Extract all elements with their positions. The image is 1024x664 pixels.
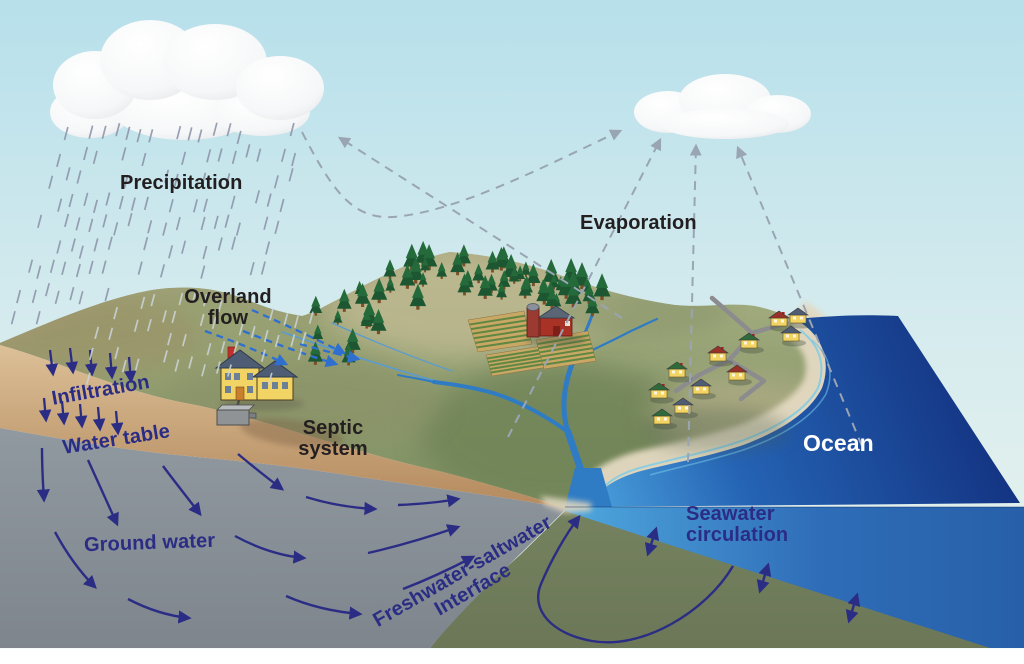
conifer-tree — [545, 287, 559, 309]
conifer-tree — [360, 309, 373, 329]
village-house — [726, 364, 752, 386]
farm — [467, 303, 597, 377]
village — [640, 295, 813, 452]
seawater-exchange-arrows — [644, 526, 861, 624]
village-house — [780, 325, 806, 347]
conifer-tree — [385, 277, 396, 293]
conifer-tree — [399, 264, 416, 289]
overland-flow-arrows — [204, 308, 361, 368]
bottom-margin — [0, 648, 1024, 664]
village-house — [666, 361, 692, 383]
conifer-tree — [472, 263, 485, 284]
conifer-tree — [526, 263, 541, 287]
seawater-circulation-loop — [536, 514, 735, 644]
precipitation-label: Precipitation — [120, 172, 243, 194]
conifer-tree — [450, 252, 465, 276]
conifer-tree — [518, 278, 532, 299]
groundwater-zone — [0, 428, 565, 648]
rain-streaks-on-land — [85, 290, 314, 386]
crop-field — [485, 345, 549, 377]
conifer-tree — [354, 283, 371, 307]
conifer-tree — [383, 259, 397, 280]
barn — [536, 305, 576, 337]
conifer-tree — [436, 262, 448, 279]
conifer-tree — [336, 288, 352, 312]
crop-fields — [467, 310, 597, 377]
village-house — [651, 408, 677, 430]
village-house — [707, 345, 733, 367]
village-house — [648, 382, 674, 404]
conifer-tree — [420, 257, 430, 273]
septic-system-label: Septic system — [298, 417, 368, 461]
conifer-tree — [485, 250, 500, 273]
conifer-tree — [593, 273, 611, 301]
septic-system-illustration — [214, 346, 344, 448]
village-houses — [648, 307, 813, 430]
conifer-tree — [309, 295, 323, 316]
ocean-label: Ocean — [803, 430, 874, 456]
conifer-tree — [565, 281, 582, 308]
infiltration-arrows — [38, 347, 137, 436]
village-house — [738, 332, 764, 354]
conifer-tree — [312, 324, 324, 342]
conifer-tree — [418, 272, 428, 287]
overland-flow-label: Overland flow — [184, 286, 272, 330]
septic-tank — [216, 404, 257, 426]
village-house — [787, 307, 813, 329]
conifer-tree — [508, 267, 520, 284]
seawater-circulation-label: Seawater circulation — [686, 503, 789, 547]
conifer-tree — [371, 277, 388, 304]
conifer-tree — [457, 273, 472, 296]
conifer-tree — [496, 282, 507, 300]
village-roads — [673, 295, 790, 402]
rain-streaks — [10, 122, 297, 325]
silo — [526, 303, 540, 338]
evaporation-label: Evaporation — [580, 212, 697, 234]
house — [214, 346, 299, 401]
conifer-tree — [521, 261, 531, 277]
village-house — [690, 378, 716, 400]
septic-plume — [240, 418, 344, 448]
interface-sand-point — [540, 496, 591, 513]
conifer-tree — [370, 309, 387, 335]
groundwater-flow-arrows — [36, 447, 476, 624]
conifer-tree — [515, 265, 526, 282]
evaporation-arrows — [301, 129, 863, 463]
crop-field — [467, 310, 533, 353]
conifer-tree — [477, 275, 493, 299]
village-house — [672, 397, 698, 419]
conifer-tree — [409, 283, 427, 310]
rain-cloud — [50, 20, 324, 140]
evap-to-big-cloud — [337, 136, 623, 319]
conifer-tree — [333, 310, 343, 325]
moisture-transport-curve — [301, 129, 623, 219]
conifer-tree — [493, 246, 509, 271]
river-system — [281, 310, 659, 511]
conifer-tree — [497, 270, 511, 290]
evaporation-cloud — [634, 74, 811, 139]
